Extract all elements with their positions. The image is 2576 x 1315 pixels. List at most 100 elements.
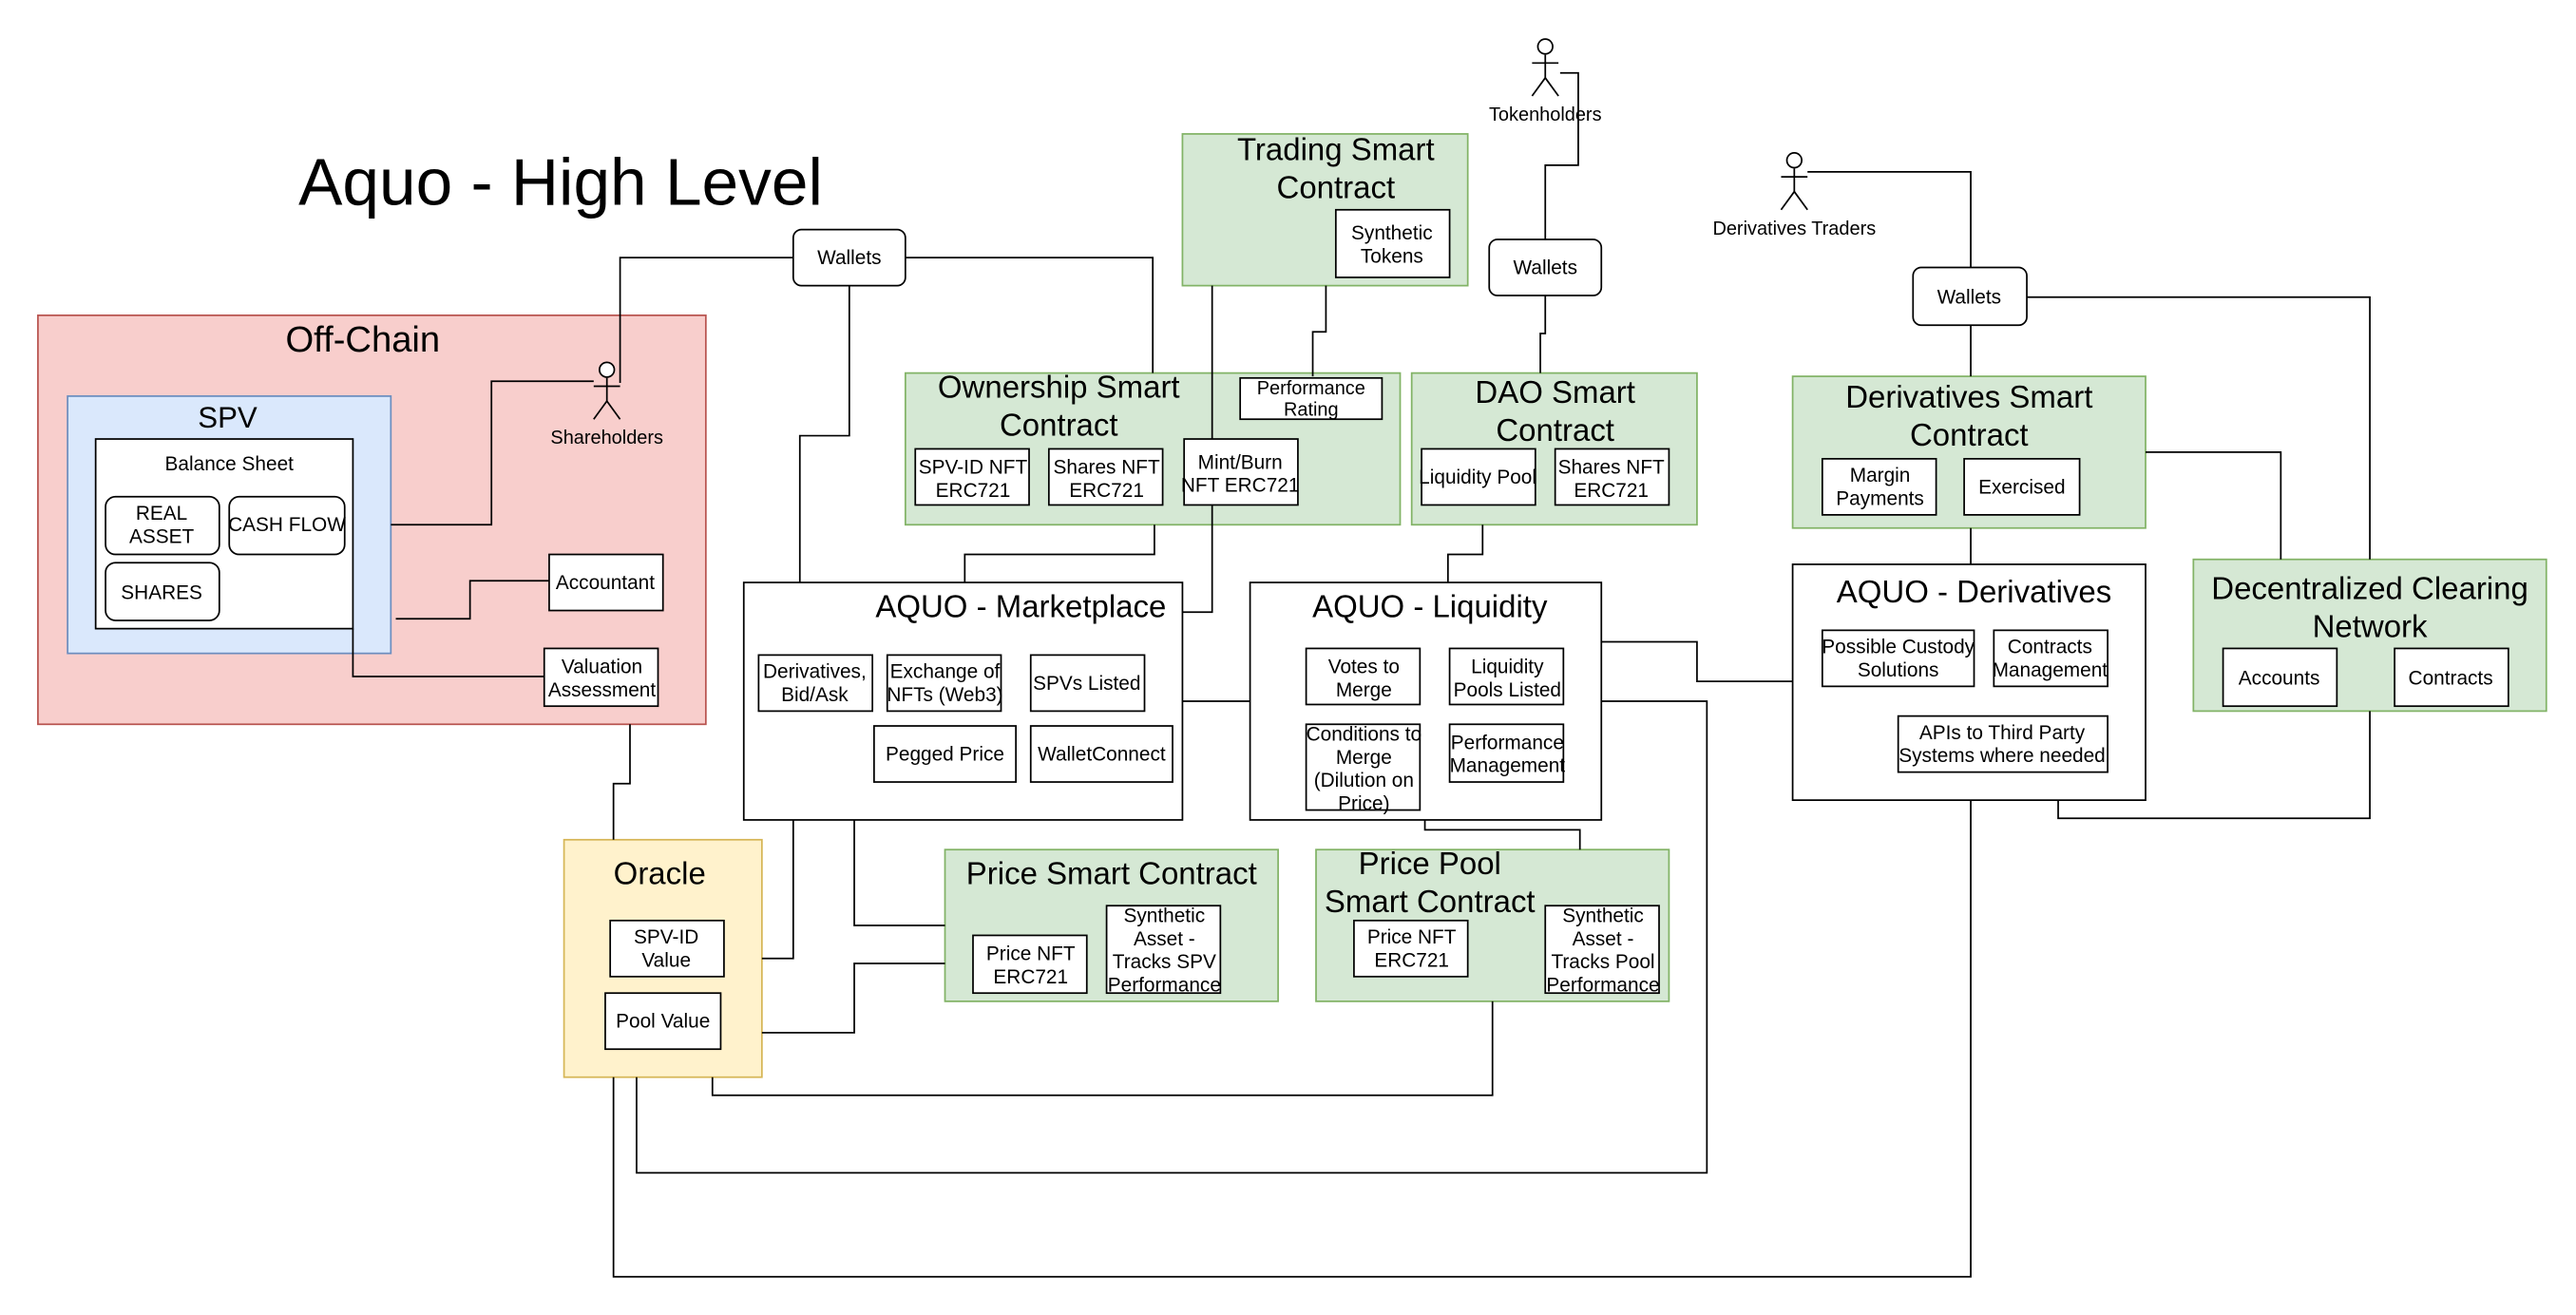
connector	[761, 819, 794, 960]
spv-id-value-box	[609, 919, 725, 978]
connector	[964, 524, 1155, 583]
cash-flow-label: CASH FLOW	[228, 514, 346, 536]
shares-box	[105, 562, 220, 621]
marketplace-title: AQUO - Marketplace	[875, 588, 1166, 623]
accounts-box	[2222, 647, 2338, 708]
pegged-price-label: Pegged Price	[886, 743, 1004, 765]
connectors	[352, 71, 2371, 1278]
connector	[1182, 285, 1213, 614]
connector	[352, 628, 544, 677]
derivatives-title: AQUO - Derivatives	[1837, 574, 2111, 609]
pool-price-nft-box	[1353, 919, 1469, 978]
connector	[612, 800, 1972, 1278]
derivatives-bid-ask-label: Derivatives,Bid/Ask	[763, 661, 867, 706]
synthetic-spv-box	[1105, 905, 1222, 995]
walletconnect-label: WalletConnect	[1038, 743, 1166, 765]
wallets-node	[1912, 266, 2028, 327]
exercised-label: Exercised	[1978, 476, 2065, 498]
performance-rating-box	[1239, 376, 1383, 421]
connector	[2027, 295, 2371, 560]
contracts-box	[2394, 647, 2509, 708]
real-asset-box	[105, 495, 220, 556]
liquidity-title: AQUO - Liquidity	[1312, 588, 1548, 623]
price-contract-title: Price Smart Contract	[966, 856, 1257, 891]
connector	[798, 285, 850, 583]
contracts-label: Contracts	[2409, 668, 2493, 690]
accountant-box	[548, 553, 664, 612]
spvs-listed-box	[1029, 654, 1146, 713]
synthetic-tokens-box	[1334, 208, 1451, 278]
wallets-label: Wallets	[1937, 287, 2001, 309]
price-nft-box	[972, 934, 1088, 995]
connector	[2146, 451, 2282, 560]
wallets-label: Wallets	[1514, 257, 1577, 278]
contracts-management-box	[1993, 629, 2109, 688]
margin-payments-box	[1821, 457, 1937, 516]
tokenholders-actor-icon	[1531, 38, 1559, 97]
performance-management-box	[1448, 723, 1565, 783]
connector	[905, 257, 1154, 373]
wallets-node	[792, 228, 906, 287]
connector	[391, 380, 594, 526]
liquidity-pools-listed-box	[1448, 647, 1565, 706]
connector	[1539, 295, 1547, 373]
connector	[1446, 524, 1484, 583]
mint-burn-box	[1183, 438, 1299, 506]
connector	[619, 257, 793, 384]
shares-nft-box	[1047, 448, 1164, 506]
liquidity-pool-label: Liquidity Pool	[1419, 467, 1536, 488]
connector	[1311, 285, 1327, 377]
connector	[1807, 170, 1972, 268]
offchain-title: Off-Chain	[285, 319, 440, 360]
walletconnect-box	[1029, 725, 1174, 783]
balance-sheet-label: Balance Sheet	[165, 453, 295, 475]
cash-flow-box	[228, 495, 346, 556]
conditions-to-merge-box	[1305, 723, 1422, 811]
derivatives-traders-label: Derivatives Traders	[1712, 219, 1876, 239]
valuation-box	[543, 647, 659, 708]
pegged-price-box	[872, 725, 1017, 783]
custody-box	[1821, 629, 1975, 688]
exercised-box	[1963, 457, 2081, 516]
tokenholders-label: Tokenholders	[1489, 105, 1602, 125]
shareholders-label: Shareholders	[550, 428, 663, 448]
spvs-listed-label: SPVs Listed	[1033, 673, 1140, 695]
dao-shares-nft-box	[1554, 448, 1670, 506]
connector	[636, 700, 1708, 1174]
accountant-label: Accountant	[556, 572, 655, 594]
synthetic-pool-box	[1544, 905, 1660, 995]
derivatives-traders-actor-icon	[1780, 152, 1808, 211]
connector	[853, 819, 945, 926]
shareholders-actor-icon	[593, 361, 621, 420]
connector	[2057, 711, 2371, 820]
accounts-label: Accounts	[2239, 668, 2320, 690]
connector	[761, 962, 945, 1034]
connector	[612, 724, 631, 840]
page-title: Aquo - High Level	[298, 145, 823, 219]
connector	[395, 580, 549, 620]
